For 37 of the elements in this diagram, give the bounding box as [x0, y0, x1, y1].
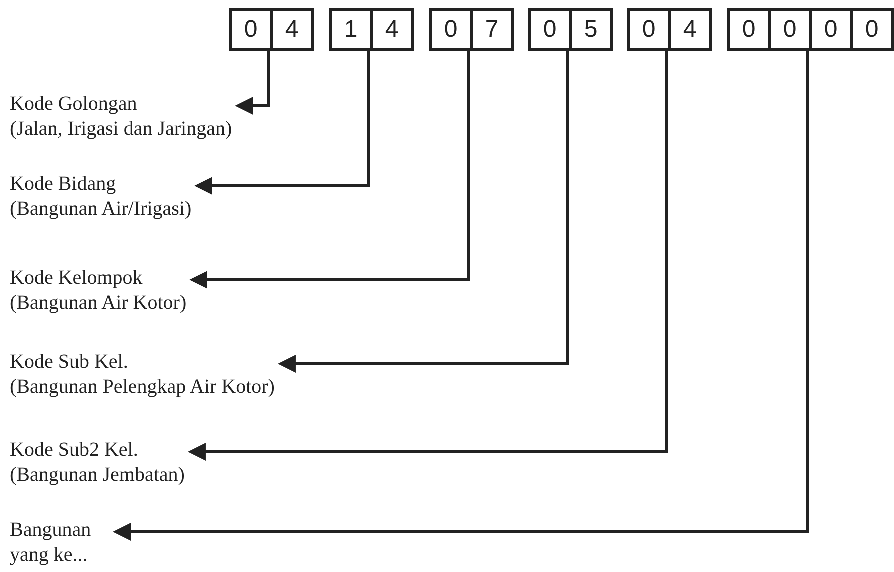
code-description: (Bangunan Air/Irigasi)	[10, 197, 192, 222]
code-label: Kode Golongan	[10, 92, 138, 117]
digit-box	[528, 8, 613, 51]
code-digit: 0	[741, 14, 757, 44]
code-digit: 0	[542, 14, 558, 44]
code-description: (Bangunan Air Kotor)	[10, 291, 187, 316]
code-description: (Bangunan Pelengkap Air Kotor)	[10, 375, 275, 400]
code-digit: 0	[443, 14, 459, 44]
code-digit: 1	[343, 14, 359, 44]
arrow	[278, 51, 569, 373]
code-digit: 0	[809, 11, 850, 48]
code-digit: 0	[850, 11, 891, 48]
code-label: Kode Bidang	[10, 172, 118, 197]
code-digit: 0	[768, 11, 809, 48]
code-digit: 4	[270, 11, 311, 48]
code-description: (Bangunan Jembatan)	[10, 463, 185, 488]
arrow	[194, 51, 370, 195]
arrow	[235, 51, 270, 115]
code-digit: 4	[370, 11, 411, 48]
digit-box	[329, 8, 414, 51]
code-label: Kode Sub2 Kel.	[10, 438, 140, 463]
code-digit: 4	[668, 11, 709, 48]
code-digit: 0	[243, 14, 259, 44]
digit-box	[429, 8, 514, 51]
arrow	[188, 51, 668, 461]
code-digit: 5	[569, 11, 610, 48]
code-label: Kode Kelompok	[10, 266, 144, 291]
arrow	[113, 51, 809, 541]
code-label: Kode Sub Kel.	[10, 350, 130, 375]
code-label: Bangunan yang ke...	[10, 518, 92, 568]
digit-box	[727, 8, 894, 51]
code-digit: 7	[470, 11, 511, 48]
code-description: (Jalan, Irigasi dan Jaringan)	[10, 117, 232, 142]
code-digit: 0	[641, 14, 657, 44]
digit-box	[627, 8, 712, 51]
digit-box	[229, 8, 314, 51]
arrow	[190, 51, 470, 289]
